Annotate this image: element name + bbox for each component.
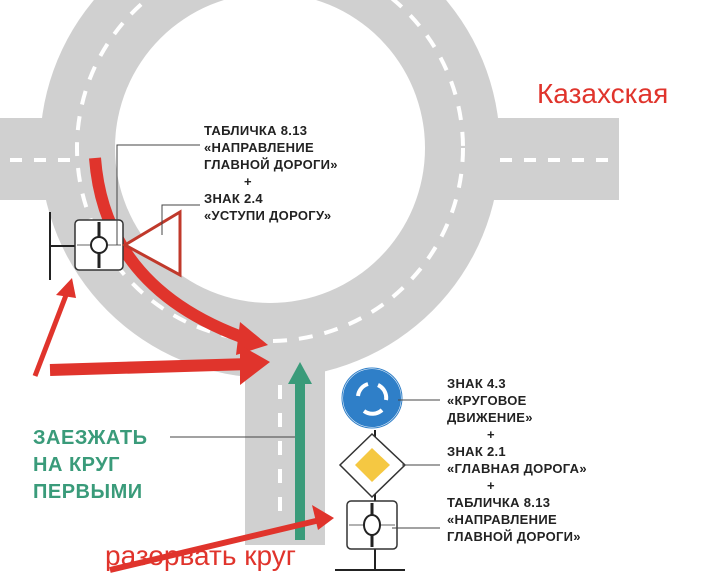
caption-line: «НАПРАВЛЕНИЕ — [204, 140, 314, 155]
ring-lane-marking — [75, 0, 465, 343]
caption-line: ЗНАК 4.3 — [447, 376, 506, 391]
roundabout-island — [115, 0, 425, 303]
red-ring-arrow — [89, 157, 268, 355]
caption-line: ТАБЛИЧКА 8.13 — [204, 123, 308, 138]
yield-sign-icon — [121, 209, 182, 278]
caption-line: ДВИЖЕНИЕ» — [447, 410, 533, 425]
roundabout-sign-icon — [341, 367, 403, 429]
caption-line: «КРУГОВОЕ — [447, 393, 527, 408]
plus-sign: + — [487, 478, 495, 493]
plus-sign: + — [244, 174, 252, 189]
leader-line — [161, 204, 200, 235]
red-annotation-arrows — [32, 278, 334, 573]
break-circle-label: разорвать круг — [105, 540, 296, 571]
plus-sign: + — [487, 427, 495, 442]
bottom-sign-caption: ЗНАК 4.3 «КРУГОВОЕ ДВИЖЕНИЕ» + ЗНАК 2.1 … — [447, 375, 587, 545]
enter-first-line: НА КРУГ — [33, 454, 121, 476]
green-arrow — [288, 362, 312, 540]
caption-line: «УСТУПИ ДОРОГУ» — [204, 208, 332, 223]
street-name-label: Казахская — [537, 78, 669, 109]
enter-first-label: ЗАЕЗЖАТЬ НА КРУГ ПЕРВЫМИ — [33, 425, 147, 506]
caption-line: ЗНАК 2.1 — [447, 444, 506, 459]
main-road-direction-plate-icon — [346, 500, 398, 550]
caption-line: ГЛАВНОЙ ДОРОГИ» — [204, 157, 338, 172]
caption-line: «НАПРАВЛЕНИЕ — [447, 512, 557, 527]
caption-line: ТАБЛИЧКА 8.13 — [447, 495, 551, 510]
caption-line: ГЛАВНОЙ ДОРОГИ» — [447, 529, 581, 544]
main-road-direction-plate-icon — [74, 219, 124, 271]
leader-line — [116, 144, 200, 245]
caption-line: ЗНАК 2.4 — [204, 191, 263, 206]
enter-first-line: ЗАЕЗЖАТЬ — [33, 427, 148, 449]
caption-line: «ГЛАВНАЯ ДОРОГА» — [447, 461, 587, 476]
enter-first-line: ПЕРВЫМИ — [33, 481, 143, 503]
top-sign-caption: ТАБЛИЧКА 8.13 «НАПРАВЛЕНИЕ ГЛАВНОЙ ДОРОГ… — [204, 122, 338, 224]
left-sign-post — [49, 212, 78, 280]
main-road-sign-icon — [338, 432, 407, 499]
